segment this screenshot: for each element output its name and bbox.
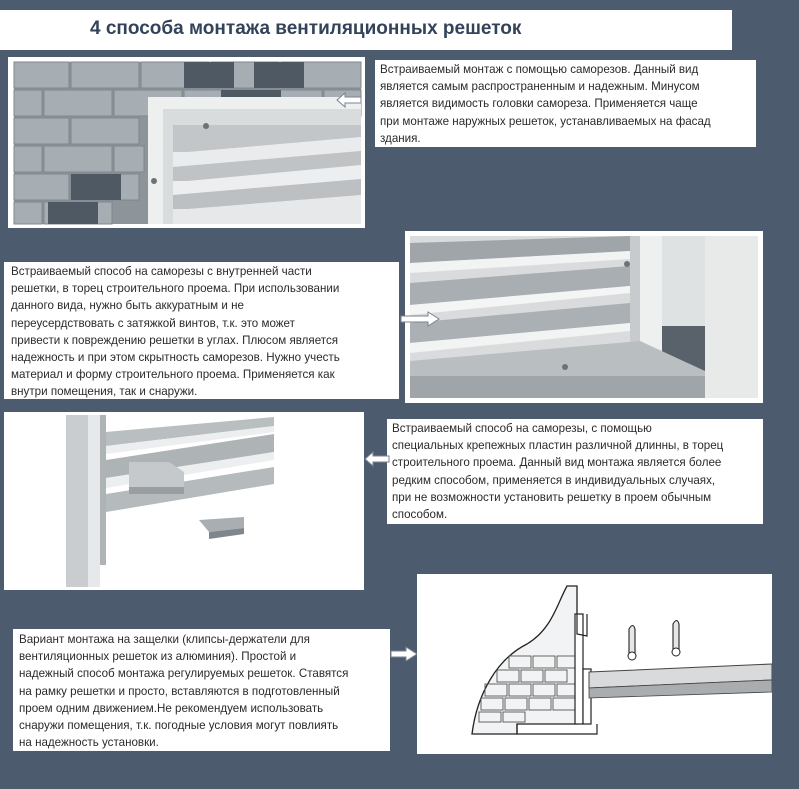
text-line: надежность и при этом скрытность саморез… — [11, 351, 340, 365]
text-line: Встраиваемый монтаж с помощью саморезов.… — [380, 63, 699, 76]
text-line: при монтаже наружных решеток, устанавлив… — [380, 114, 711, 128]
arrow-left-icon — [336, 92, 362, 108]
text-line: проем одним движением.Не рекомендуем исп… — [19, 701, 324, 715]
text-line: внутри помещения, так и снаружи. — [11, 385, 198, 399]
text-line: данного вида, нужно быть аккуратным и не — [11, 299, 244, 313]
text-line: решетки, в торец строительного проема. П… — [11, 282, 340, 296]
text-box-clip-mount: Вариант монтажа на защелки (клипсы-держа… — [13, 629, 390, 751]
text-line: Встраиваемый способ на саморезы с внутре… — [11, 265, 312, 278]
title-banner: 4 способа монтажа вентиляционных решеток — [0, 10, 732, 50]
arrow-left-icon — [364, 451, 390, 467]
text-line: материал и форму строительного проема. П… — [11, 368, 335, 382]
text-box-mounting-plate: Встраиваемый способ на саморезы, с помощ… — [387, 419, 763, 524]
text-line: привести к повреждению решетки в углах. … — [11, 333, 339, 347]
text-line: здания. — [380, 131, 421, 145]
text-line: Вариант монтажа на защелки (клипсы-держа… — [19, 633, 310, 646]
arrow-right-icon — [400, 311, 440, 327]
text-line: способом. — [392, 508, 448, 522]
text-line: снаружи помещения, т.к. погодные условия… — [19, 719, 339, 733]
text-line: является самым распространенным и надежн… — [380, 80, 700, 94]
photo-hidden-screw-mount — [405, 231, 763, 403]
text-line: специальных крепежных пластин различной … — [392, 439, 724, 453]
arrow-right-icon — [390, 646, 418, 662]
text-line: на надежность установки. — [19, 736, 159, 750]
text-line: Встраиваемый способ на саморезы, с помощ… — [392, 422, 652, 435]
text-line: является видимость головки самореза. При… — [380, 97, 698, 111]
text-line: строительного проема. Данный вид монтажа… — [392, 456, 722, 470]
text-box-screw-mount-facade: Встраиваемый монтаж с помощью саморезов.… — [375, 60, 756, 147]
drawing-clip-mount — [417, 574, 772, 754]
text-line: при не возможности установить решетку в … — [392, 490, 712, 504]
text-line: редким способом, применяется в индивидуа… — [392, 473, 716, 487]
text-line: вентиляционных решеток из алюминия). Про… — [19, 650, 297, 664]
text-line: на рамку решетки и просто, вставляются в… — [19, 684, 340, 698]
page-title: 4 способа монтажа вентиляционных решеток — [90, 18, 522, 39]
photo-screw-mount-facade — [8, 57, 365, 228]
photo-mounting-plate — [4, 412, 364, 590]
text-box-hidden-screw-mount: Встраиваемый способ на саморезы с внутре… — [4, 262, 399, 399]
text-line: надежный способ монтажа регулируемых реш… — [19, 667, 349, 681]
text-line: переусердствовать с затяжкой винтов, т.к… — [11, 316, 295, 330]
